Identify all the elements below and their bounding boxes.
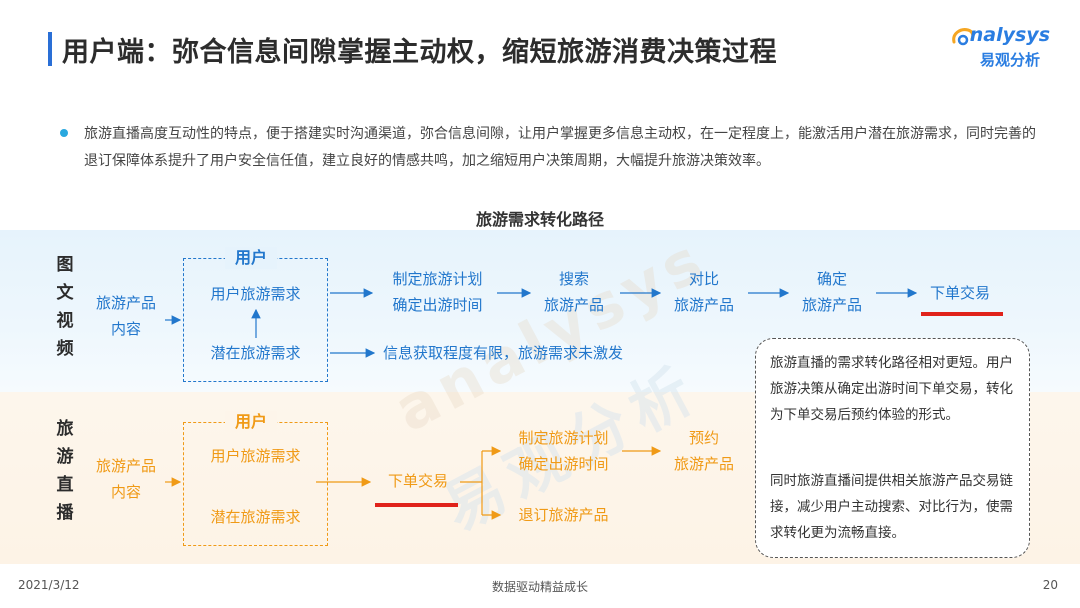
note-paragraph-1: 旅游直播的需求转化路径相对更短。用户旅游决策从确定出游时间下单交易，转化为下单交… bbox=[770, 355, 1013, 423]
row1-step-plan: 制定旅游计划 确定出游时间 bbox=[380, 266, 495, 318]
row2-book-line: 旅游产品 bbox=[673, 455, 734, 473]
footer-slogan: 数据驱动精益成长 bbox=[491, 580, 588, 594]
row1-label-char: 视 bbox=[56, 311, 74, 331]
row1-label: 图 文 视 频 bbox=[54, 251, 76, 363]
row1-source: 旅游产品 内容 bbox=[88, 290, 164, 342]
row1-label-char: 图 bbox=[56, 255, 74, 275]
row2-source: 旅游产品 内容 bbox=[88, 453, 164, 505]
row1-step-search-line: 搜索 bbox=[558, 270, 589, 288]
page-number: 20 bbox=[1042, 578, 1058, 592]
row1-source-line: 内容 bbox=[110, 320, 141, 338]
row2-need: 用户旅游需求 bbox=[210, 447, 301, 465]
row2-label-char: 旅 bbox=[56, 419, 74, 439]
row1-need: 用户旅游需求 bbox=[210, 285, 301, 303]
row1-label-char: 文 bbox=[56, 283, 74, 303]
row1-step-order: 下单交易 bbox=[929, 284, 990, 302]
row1-step-confirm: 确定 旅游产品 bbox=[792, 266, 872, 318]
row2-source-line: 旅游产品 bbox=[95, 457, 156, 475]
row2-order: 下单交易 bbox=[387, 472, 448, 490]
row2-plan: 制定旅游计划 确定出游时间 bbox=[506, 425, 621, 477]
row2-latent: 潜在旅游需求 bbox=[210, 508, 301, 526]
row1-step-compare-line: 旅游产品 bbox=[673, 296, 734, 314]
analysys-logo: nalysys 易观分析 bbox=[950, 24, 1050, 72]
bullet-dot bbox=[60, 129, 68, 137]
row1-step-compare: 对比 旅游产品 bbox=[664, 266, 744, 318]
page-title: 用户端：弥合信息间隙掌握主动权，缩短旅游消费决策过程 bbox=[62, 37, 777, 68]
row2-source-line: 内容 bbox=[110, 483, 141, 501]
row1-source-line: 旅游产品 bbox=[95, 294, 156, 312]
row1-step-confirm-line: 确定 bbox=[816, 270, 847, 288]
row2-order-underline bbox=[375, 503, 458, 507]
row1-order-underline bbox=[921, 312, 1003, 316]
row1-latent: 潜在旅游需求 bbox=[210, 344, 301, 362]
row1-step-plan-line: 制定旅游计划 bbox=[392, 270, 483, 288]
row1-latent-result: 信息获取程度有限，旅游需求未激发 bbox=[383, 344, 624, 362]
row1-step-plan-line: 确定出游时间 bbox=[392, 296, 483, 314]
note-paragraph-2: 同时旅游直播间提供相关旅游产品交易链接，减少用户主动搜索、对比行为，使需求转化更… bbox=[770, 473, 1013, 541]
row1-step-compare-line: 对比 bbox=[688, 270, 719, 288]
row1-label-char: 频 bbox=[56, 339, 74, 359]
row2-book-line: 预约 bbox=[688, 429, 719, 447]
row2-user-tag: 用户 bbox=[225, 411, 278, 433]
row2-refund: 退订旅游产品 bbox=[518, 506, 609, 524]
title-accent-bar bbox=[48, 32, 52, 66]
footer-date: 2021/3/12 bbox=[18, 578, 80, 592]
row1-step-search: 搜索 旅游产品 bbox=[534, 266, 614, 318]
row2-label-char: 游 bbox=[56, 447, 74, 467]
row2-plan-line: 确定出游时间 bbox=[518, 455, 609, 473]
logo-text-cn: 易观分析 bbox=[979, 51, 1040, 69]
row2-label-char: 直 bbox=[56, 475, 74, 495]
row1-step-confirm-line: 旅游产品 bbox=[801, 296, 862, 314]
row1-user-tag: 用户 bbox=[225, 247, 278, 269]
row1-step-search-line: 旅游产品 bbox=[543, 296, 604, 314]
flow-title: 旅游需求转化路径 bbox=[475, 210, 604, 229]
note-box bbox=[755, 338, 1030, 558]
row2-label: 旅 游 直 播 bbox=[54, 415, 76, 527]
row2-label-char: 播 bbox=[56, 503, 74, 523]
logo-text-en: nalysys bbox=[969, 24, 1050, 46]
row2-book: 预约 旅游产品 bbox=[664, 425, 744, 477]
row2-plan-line: 制定旅游计划 bbox=[518, 429, 609, 447]
logo-swoosh-icon bbox=[952, 28, 975, 46]
intro-paragraph: 旅游直播高度互动性的特点，便于搭建实时沟通渠道，弥合信息间隙，让用户掌握更多信息… bbox=[84, 126, 1036, 169]
